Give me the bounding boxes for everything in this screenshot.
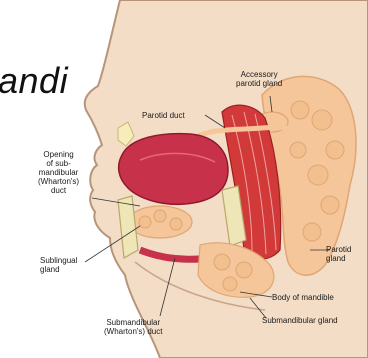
tongue-shape: [119, 134, 228, 205]
label-body-of-mandible: Body of mandible: [272, 293, 334, 302]
label-submandibular-duct: Submandibular (Wharton's) duct: [104, 318, 162, 336]
slide-heading-fragment: andi: [0, 60, 68, 102]
label-accessory-parotid-gland: Accessory parotid gland: [236, 70, 282, 88]
label-opening-submandibular-duct: Opening of sub- mandibular (Wharton's) d…: [38, 150, 79, 195]
label-submandibular-gland: Submandibular gland: [262, 316, 338, 325]
label-parotid-duct: Parotid duct: [142, 111, 185, 120]
sublingual-gland-shape: [128, 206, 192, 238]
label-parotid-gland: Parotid gland: [326, 245, 351, 263]
label-sublingual-gland: Sublingual gland: [40, 256, 77, 274]
